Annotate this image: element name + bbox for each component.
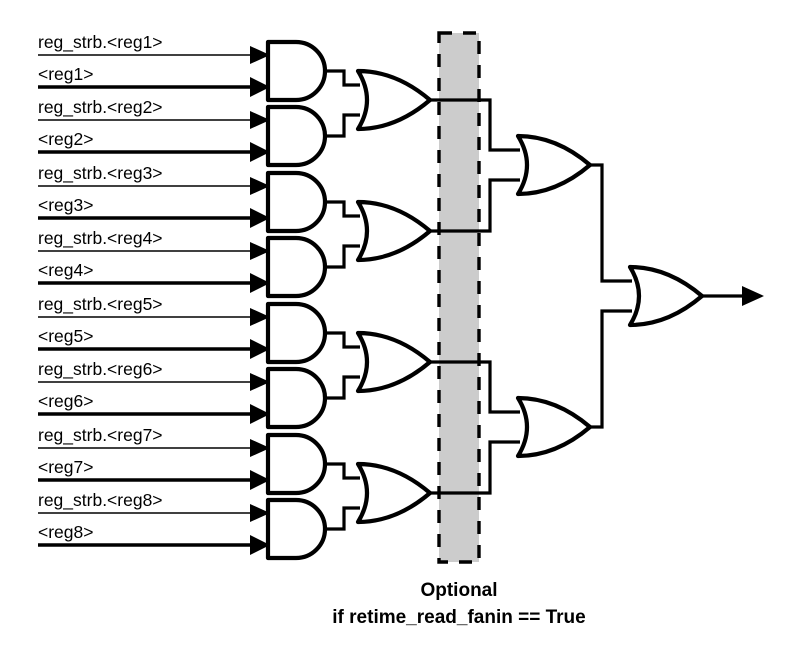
label-strobe-reg4: reg_strb.<reg4> xyxy=(38,228,163,249)
and-gate-8 xyxy=(268,500,325,558)
wire-or6-to-or7 xyxy=(590,309,632,429)
wire-or4-to-or6 xyxy=(430,440,520,495)
input-group-reg1: reg_strb.<reg1> <reg1> xyxy=(38,32,270,97)
input-group-reg4: reg_strb.<reg4> <reg4> xyxy=(38,228,270,293)
optional-caption: Optional if retime_read_fanin == True xyxy=(332,580,585,628)
input-group-reg3: reg_strb.<reg3> <reg3> xyxy=(38,163,270,228)
wire-or2-to-or5 xyxy=(430,178,520,233)
label-strobe-reg7: reg_strb.<reg7> xyxy=(38,425,163,446)
label-data-reg8: <reg8> xyxy=(38,522,93,542)
and-gate-3 xyxy=(268,173,325,231)
arrowhead-strobe-reg6 xyxy=(250,373,270,391)
label-strobe-reg3: reg_strb.<reg3> xyxy=(38,163,163,184)
arrowhead-strobe-reg4 xyxy=(250,242,270,260)
wire-and2-to-or1 xyxy=(326,113,360,138)
arrowhead-data-reg2 xyxy=(250,142,270,162)
arrowhead-strobe-reg3 xyxy=(250,177,270,195)
arrowhead-strobe-reg8 xyxy=(250,504,270,522)
label-data-reg4: <reg4> xyxy=(38,260,93,280)
arrowhead-strobe-reg7 xyxy=(250,439,270,457)
input-group-reg2: reg_strb.<reg2> <reg2> xyxy=(38,97,270,162)
or-gate-stage1-1 xyxy=(358,71,430,129)
label-strobe-reg6: reg_strb.<reg6> xyxy=(38,359,163,380)
or-gate-stage2-2 xyxy=(518,398,590,456)
wire-and4-to-or2 xyxy=(326,244,360,269)
wire-and6-to-or3 xyxy=(326,375,360,400)
label-strobe-reg1: reg_strb.<reg1> xyxy=(38,32,163,53)
label-data-reg2: <reg2> xyxy=(38,129,93,149)
output-wire-group xyxy=(702,286,764,306)
or-gate-final xyxy=(630,267,702,325)
wire-and7-to-or4 xyxy=(326,462,360,480)
input-group-reg7: reg_strb.<reg7> <reg7> xyxy=(38,425,270,490)
arrowhead-strobe-reg1 xyxy=(250,46,270,64)
label-data-reg5: <reg5> xyxy=(38,326,93,346)
arrowhead-data-reg5 xyxy=(250,339,270,359)
label-data-reg7: <reg7> xyxy=(38,457,93,477)
arrowhead-strobe-reg5 xyxy=(250,308,270,326)
input-group-reg5: reg_strb.<reg5> <reg5> xyxy=(38,294,270,359)
wire-or5-to-or7 xyxy=(590,163,632,283)
wire-and8-to-or4 xyxy=(326,506,360,531)
input-group-reg8: reg_strb.<reg8> <reg8> xyxy=(38,490,270,555)
arrowhead-data-reg6 xyxy=(250,404,270,424)
arrowhead-data-reg8 xyxy=(250,535,270,555)
input-group-reg6: reg_strb.<reg6> <reg6> xyxy=(38,359,270,424)
wire-and5-to-or3 xyxy=(326,331,360,349)
arrowhead-data-reg3 xyxy=(250,208,270,228)
arrowhead-strobe-reg2 xyxy=(250,111,270,129)
wire-or1-to-or5 xyxy=(430,98,520,152)
caption-line-2: if retime_read_fanin == True xyxy=(332,607,585,628)
label-data-reg3: <reg3> xyxy=(38,195,93,215)
wire-and3-to-or2 xyxy=(326,200,360,218)
label-data-reg1: <reg1> xyxy=(38,64,93,84)
or-gate-stage1-4 xyxy=(358,464,430,522)
label-strobe-reg8: reg_strb.<reg8> xyxy=(38,490,163,511)
optional-region-band xyxy=(437,31,481,564)
and-gate-6 xyxy=(268,369,325,427)
or-gate-stage1-2 xyxy=(358,202,430,260)
and-gate-7 xyxy=(268,435,325,493)
arrowhead-data-reg4 xyxy=(250,273,270,293)
arrowhead-output xyxy=(742,286,764,306)
and-gate-1 xyxy=(268,42,325,100)
and-gate-2 xyxy=(268,107,325,165)
wire-and1-to-or1 xyxy=(326,69,360,87)
or-gate-stage2-1 xyxy=(518,136,590,194)
label-data-reg6: <reg6> xyxy=(38,391,93,411)
wire-or3-to-or6 xyxy=(430,360,520,414)
label-strobe-reg5: reg_strb.<reg5> xyxy=(38,294,163,315)
and-gate-5 xyxy=(268,304,325,362)
caption-line-1: Optional xyxy=(420,580,497,601)
and-gate-4 xyxy=(268,238,325,296)
arrowhead-data-reg1 xyxy=(250,77,270,97)
or-gate-stage1-3 xyxy=(358,333,430,391)
arrowhead-data-reg7 xyxy=(250,470,270,490)
label-strobe-reg2: reg_strb.<reg2> xyxy=(38,97,163,118)
